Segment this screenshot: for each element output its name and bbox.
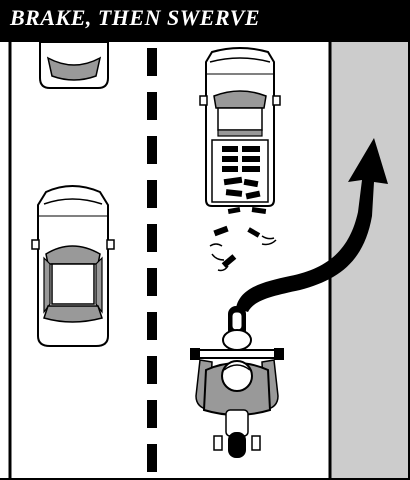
diagram-title: BRAKE, THEN SWERVE — [10, 5, 260, 31]
car-ahead-braking — [200, 48, 280, 206]
cargo-debris — [210, 207, 276, 271]
title-bar: BRAKE, THEN SWERVE — [0, 0, 410, 42]
lane-divider — [147, 48, 157, 472]
car-adjacent-lane — [32, 186, 114, 346]
motorcycle-rider — [190, 306, 284, 458]
car-partially-visible — [40, 42, 108, 88]
